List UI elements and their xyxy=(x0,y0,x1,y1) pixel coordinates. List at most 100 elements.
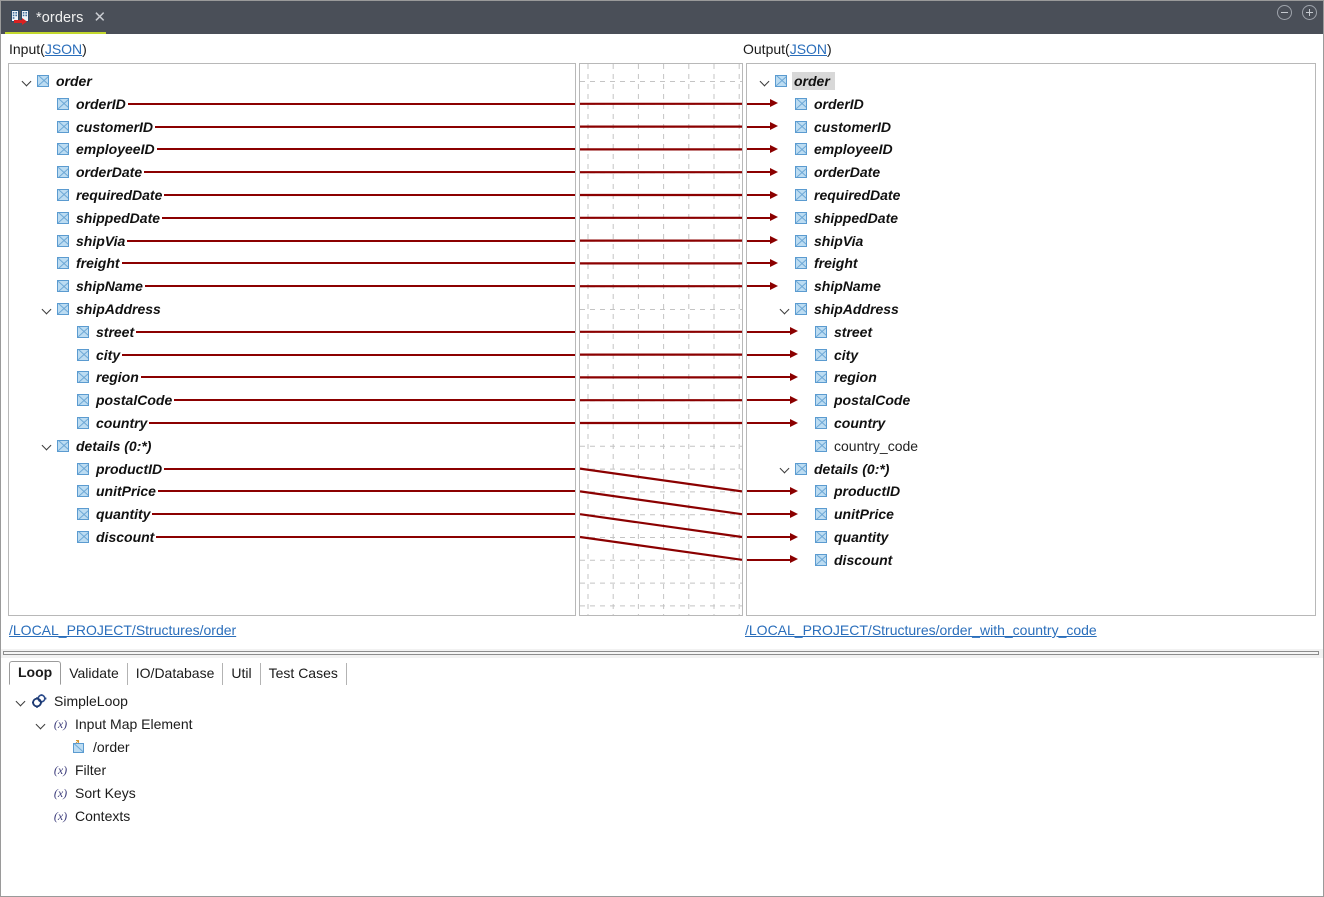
mapping-line[interactable] xyxy=(747,171,771,174)
field-checkbox-icon[interactable] xyxy=(815,531,827,543)
tree-row[interactable]: order xyxy=(759,70,835,92)
mapping-line[interactable] xyxy=(157,148,575,151)
chevron-down-icon[interactable] xyxy=(41,303,54,316)
field-checkbox-icon[interactable] xyxy=(57,257,69,270)
field-checkbox-icon[interactable] xyxy=(775,75,787,87)
mapping-line[interactable] xyxy=(127,239,575,242)
tree-row[interactable]: region xyxy=(61,366,139,388)
field-checkbox-icon[interactable] xyxy=(77,462,89,475)
tree-row[interactable]: freight xyxy=(779,252,858,274)
close-icon[interactable]: ✕ xyxy=(93,9,107,26)
mapping-line[interactable] xyxy=(162,216,575,219)
tree-row[interactable]: street xyxy=(799,321,872,343)
field-checkbox-icon[interactable] xyxy=(57,211,69,224)
mapping-line[interactable] xyxy=(747,353,791,356)
field-checkbox-icon[interactable] xyxy=(77,508,89,521)
mapping-line[interactable] xyxy=(747,102,771,105)
tree-row[interactable]: discount xyxy=(61,526,154,548)
mapping-line[interactable] xyxy=(747,513,791,516)
mapping-line[interactable] xyxy=(747,262,771,265)
field-checkbox-icon[interactable] xyxy=(795,166,807,179)
mapping-line[interactable] xyxy=(149,422,575,424)
field-checkbox-icon[interactable] xyxy=(795,462,807,475)
mapping-line[interactable] xyxy=(747,536,791,538)
tree-row[interactable]: productID xyxy=(799,480,900,502)
field-checkbox-icon[interactable] xyxy=(57,280,69,293)
mapping-line[interactable] xyxy=(136,330,575,333)
field-checkbox-icon[interactable] xyxy=(815,371,827,384)
tree-row[interactable]: orderDate xyxy=(41,161,142,183)
field-checkbox-icon[interactable] xyxy=(815,325,827,338)
mapping-line[interactable] xyxy=(747,376,791,379)
field-checkbox-icon[interactable] xyxy=(77,325,89,338)
mapping-line[interactable] xyxy=(164,194,575,196)
tree-row[interactable]: details (0:*) xyxy=(779,458,889,480)
input-structure-path[interactable]: /LOCAL_PROJECT/Structures/order xyxy=(9,622,237,638)
editor-tab-orders[interactable]: *orders ✕ xyxy=(5,3,115,32)
tree-row[interactable]: discount xyxy=(799,549,892,571)
mapping-line[interactable] xyxy=(747,399,791,402)
field-checkbox-icon[interactable] xyxy=(57,143,69,156)
bottom-tree-row[interactable]: (x)Input Map Element xyxy=(35,713,193,735)
tree-row[interactable]: shippedDate xyxy=(779,207,898,229)
minimize-icon[interactable] xyxy=(1277,5,1292,20)
field-checkbox-icon[interactable] xyxy=(37,75,49,87)
tree-row[interactable]: freight xyxy=(41,252,120,274)
chevron-down-icon[interactable] xyxy=(15,695,28,708)
bottom-tree-row[interactable]: (x)Contexts xyxy=(35,805,130,827)
bottom-tree-row[interactable]: (x)Sort Keys xyxy=(35,782,136,804)
tree-row[interactable]: orderID xyxy=(41,93,126,115)
tree-row[interactable]: requiredDate xyxy=(779,184,900,206)
tab-util[interactable]: Util xyxy=(223,663,261,685)
output-structure-path[interactable]: /LOCAL_PROJECT/Structures/order_with_cou… xyxy=(745,622,1097,638)
bottom-tree-row[interactable]: (x)Filter xyxy=(35,759,106,781)
field-checkbox-icon[interactable] xyxy=(57,439,69,452)
mapping-line[interactable] xyxy=(747,422,791,424)
chevron-down-icon[interactable] xyxy=(779,303,792,316)
field-checkbox-icon[interactable] xyxy=(795,280,807,293)
field-checkbox-icon[interactable] xyxy=(77,371,89,384)
field-checkbox-icon[interactable] xyxy=(77,394,89,407)
chevron-down-icon[interactable] xyxy=(21,75,34,88)
field-checkbox-icon[interactable] xyxy=(815,485,827,498)
tree-row[interactable]: country_code xyxy=(799,435,918,457)
tree-row[interactable]: requiredDate xyxy=(41,184,162,206)
tree-row[interactable]: orderDate xyxy=(779,161,880,183)
mapping-line[interactable] xyxy=(155,125,575,128)
tree-row[interactable]: shipName xyxy=(779,275,881,297)
field-checkbox-icon[interactable] xyxy=(77,348,89,361)
tree-row[interactable]: customerID xyxy=(779,116,891,138)
field-checkbox-icon[interactable] xyxy=(77,417,89,429)
chevron-down-icon[interactable] xyxy=(41,439,54,452)
mapping-line[interactable] xyxy=(747,216,771,219)
tree-row[interactable]: shippedDate xyxy=(41,207,160,229)
tree-row[interactable]: orderID xyxy=(779,93,864,115)
tree-row[interactable]: country xyxy=(61,412,147,434)
field-checkbox-icon[interactable] xyxy=(795,120,807,133)
bottom-tree-row[interactable]: SimpleLoop xyxy=(15,690,128,712)
tab-test-cases[interactable]: Test Cases xyxy=(261,663,347,685)
tree-row[interactable]: shipVia xyxy=(41,230,125,252)
tree-row[interactable]: quantity xyxy=(61,503,150,525)
tree-row[interactable]: shipAddress xyxy=(41,298,161,320)
tree-row[interactable]: shipVia xyxy=(779,230,863,252)
field-checkbox-icon[interactable] xyxy=(815,394,827,407)
mapping-line[interactable] xyxy=(747,125,771,128)
field-checkbox-icon[interactable] xyxy=(57,120,69,133)
field-checkbox-icon[interactable] xyxy=(77,531,89,543)
mapping-line[interactable] xyxy=(122,262,575,265)
mapping-line[interactable] xyxy=(747,239,771,242)
tree-row[interactable]: productID xyxy=(61,458,162,480)
tree-row[interactable]: street xyxy=(61,321,134,343)
bottom-tree-row[interactable]: ↗/order xyxy=(55,736,130,758)
tree-row[interactable]: shipName xyxy=(41,275,143,297)
field-checkbox-icon[interactable] xyxy=(57,303,69,315)
tree-row[interactable]: country xyxy=(799,412,885,434)
mapping-line[interactable] xyxy=(128,102,575,105)
tree-row[interactable]: unitPrice xyxy=(61,480,156,502)
tree-row[interactable]: shipAddress xyxy=(779,298,899,320)
field-checkbox-icon[interactable] xyxy=(795,234,807,247)
field-checkbox-icon[interactable] xyxy=(815,508,827,521)
